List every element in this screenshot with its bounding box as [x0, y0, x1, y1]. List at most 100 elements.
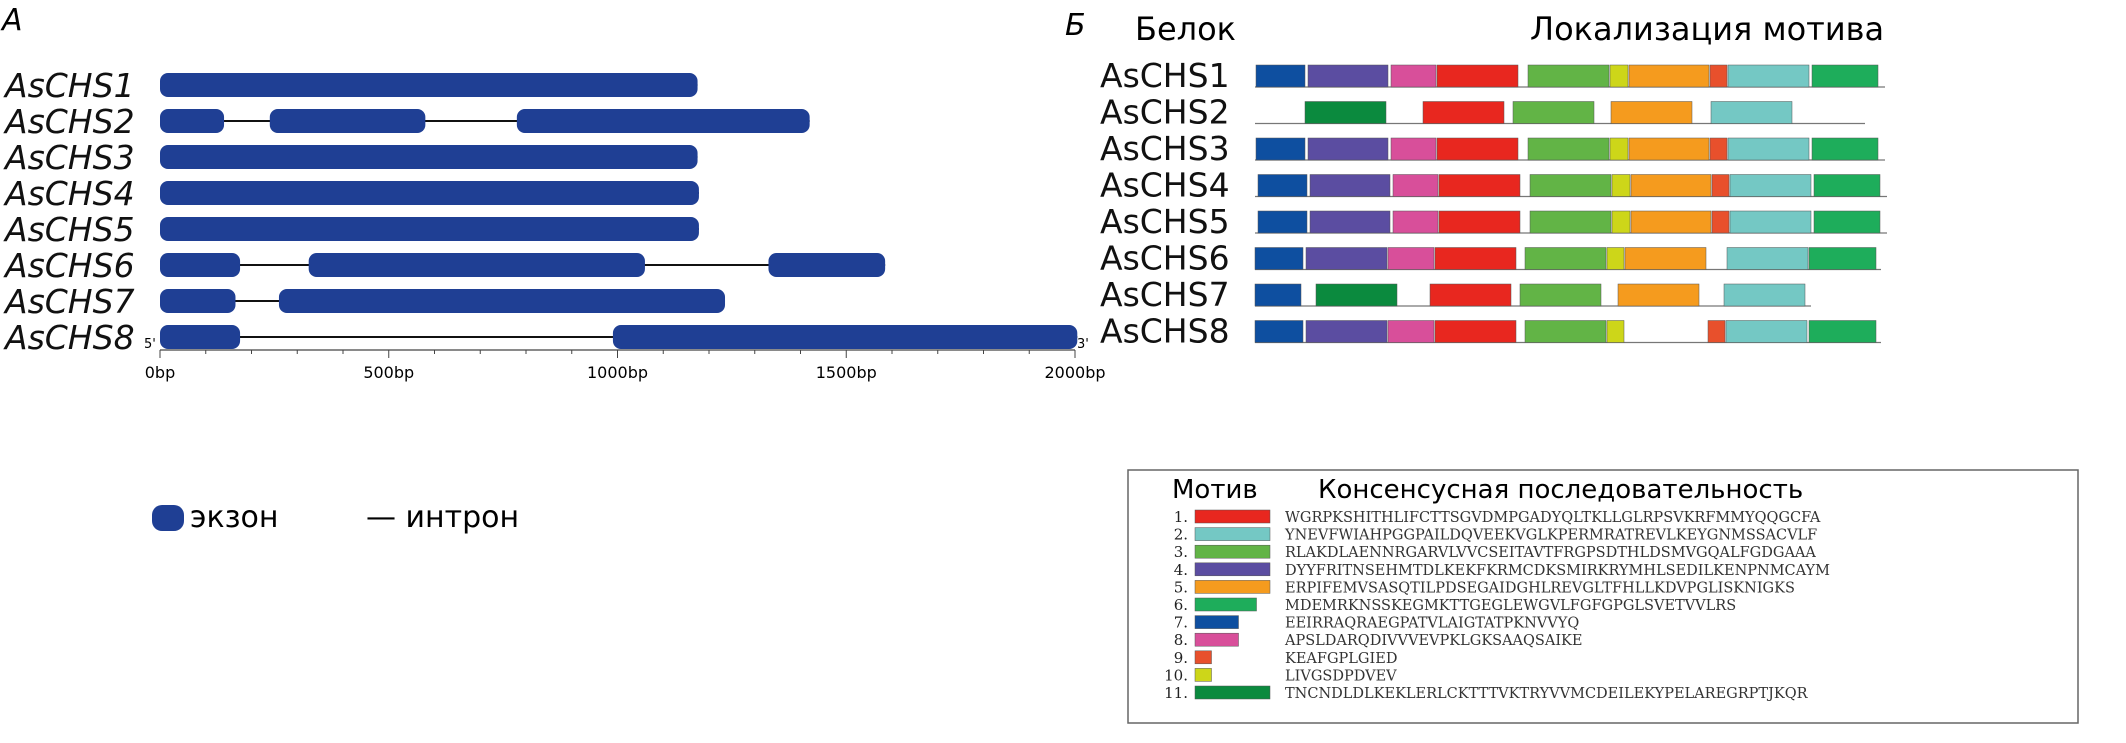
motif-5-box: [1628, 64, 1710, 88]
motif-legend-row: 4. DYYFRITNSEHMTDLKEKFKRMCDKSMIRKRYMHLSED…: [1174, 561, 1830, 579]
motif-8-box: [1392, 210, 1439, 234]
motif-7-box: [1255, 64, 1306, 88]
motif-2-box: [1723, 283, 1806, 307]
motif-legend-swatch: [1194, 685, 1271, 700]
motif-legend-row: 2.YNEVFWIAHPGGPAILDQVEEKVGLKPERMRATREVLK…: [1174, 526, 1818, 544]
gene-row: AsCHS6: [3, 246, 886, 285]
motif-6-box: [1811, 137, 1879, 161]
motif-9-box: [1709, 64, 1728, 88]
motif-4-box: [1309, 174, 1391, 197]
motif-8-box: [1390, 137, 1437, 161]
protein-label: AsCHS7: [1100, 275, 1230, 314]
gene-row: AsCHS4: [3, 174, 699, 213]
motif-1-box: [1422, 101, 1505, 124]
motif-1-box: [1429, 283, 1512, 307]
motif-3-box: [1527, 137, 1610, 161]
motif-legend-swatch: [1194, 509, 1271, 524]
motif-1-box: [1438, 174, 1521, 197]
gene-row: AsCHS5: [3, 210, 699, 249]
exon-box: [308, 253, 645, 277]
motif-number: 6.: [1174, 596, 1188, 614]
motif-5-box: [1610, 101, 1693, 124]
motif-1-box: [1438, 210, 1521, 234]
motif-legend-row: 10.LIVGSDPDVEV: [1164, 666, 1397, 684]
protein-label: AsCHS2: [1100, 93, 1230, 132]
motif-localization-diagram: Б Белок Локализация мотива AsCHS1AsCHS2A…: [1065, 8, 2079, 724]
motif-4-box: [1309, 210, 1391, 234]
motif-7-box: [1257, 174, 1308, 197]
axis-tick-label: 0bp: [145, 363, 176, 382]
motif-2-box: [1726, 247, 1809, 270]
protein-row: AsCHS7: [1100, 275, 1811, 314]
motif-1-box: [1434, 320, 1517, 343]
protein-label: AsCHS6: [1100, 239, 1230, 278]
gene-row: AsCHS1: [3, 66, 698, 105]
motif-3-box: [1529, 210, 1612, 234]
panel-letter-b: Б: [1065, 8, 1086, 43]
motif-9-box: [1709, 137, 1728, 161]
motif-7-box: [1254, 283, 1302, 307]
protein-row: AsCHS5: [1100, 202, 1887, 241]
column-header-protein: Белок: [1135, 10, 1236, 48]
column-header-localization: Локализация мотива: [1530, 10, 1884, 48]
gene-row: AsCHS7: [3, 282, 726, 321]
exon-box: [612, 325, 1078, 349]
motif-5-box: [1628, 137, 1710, 161]
motif-8-box: [1387, 320, 1435, 343]
exon-box: [269, 109, 426, 133]
motif-7-box: [1255, 137, 1306, 161]
exon-box: [160, 73, 698, 97]
motif-11-box: [1304, 101, 1387, 124]
motif-2-box: [1727, 64, 1810, 88]
protein-label: AsCHS8: [1100, 312, 1230, 351]
intron-legend-label: — интрон: [366, 500, 519, 535]
three-prime-label: 3': [1077, 337, 1089, 352]
motif-8-box: [1392, 174, 1439, 197]
exon-box: [160, 253, 241, 277]
gene-row: AsCHS8: [3, 318, 1078, 357]
motif-legend-swatch: [1194, 632, 1239, 647]
motif-7-box: [1257, 210, 1308, 234]
motif-5-box: [1624, 247, 1707, 270]
motif-6-box: [1813, 210, 1881, 234]
five-prime-label: 5': [144, 337, 156, 352]
exon-box: [160, 289, 236, 313]
motif-legend-row: 8.APSLDARQDIVVVEVPKLGKSAAQSAIKE: [1174, 631, 1583, 649]
motif-3-box: [1527, 64, 1610, 88]
exon-box: [160, 325, 241, 349]
protein-label: AsCHS5: [1100, 202, 1230, 241]
motif-legend-row: 3.RLAKDLAENNRGARVLVVCSEITAVTFRGPSDTHLDSM…: [1174, 543, 1817, 561]
motif-sequence: YNEVFWIAHPGGPAILDQVEEKVGLKPERMRATREVLKEY…: [1284, 528, 1817, 544]
motif-8-box: [1387, 247, 1435, 270]
motif-2-box: [1729, 210, 1812, 234]
motif-number: 5.: [1174, 578, 1188, 596]
protein-row: AsCHS1: [1100, 56, 1885, 95]
motif-sequence: APSLDARQDIVVVEVPKLGKSAAQSAIKE: [1284, 633, 1582, 649]
motif-legend: Мотив Консенсусная последовательность 1.…: [1127, 469, 2079, 724]
motif-number: 4.: [1174, 561, 1188, 579]
motif-9-box: [1707, 320, 1726, 343]
motif-5-box: [1617, 283, 1700, 307]
exon-legend-label: экзон: [190, 500, 279, 535]
motif-sequence: RLAKDLAENNRGARVLVVCSEITAVTFRGPSDTHLDSMVG…: [1285, 545, 1816, 561]
motif-number: 7.: [1174, 614, 1188, 632]
axis-tick-label: 500bp: [363, 363, 414, 382]
motif-7-box: [1254, 247, 1304, 270]
motif-11-box: [1315, 283, 1398, 307]
motif-10-box: [1606, 247, 1625, 270]
motif-2-box: [1725, 320, 1808, 343]
motif-legend-swatch: [1194, 562, 1271, 577]
gene-label: AsCHS2: [3, 102, 135, 141]
motif-1-box: [1436, 64, 1519, 88]
exon-box: [160, 217, 699, 241]
motif-10-box: [1611, 174, 1631, 197]
motif-4-box: [1307, 64, 1389, 88]
motif-legend-swatch: [1194, 580, 1271, 594]
motif-3-box: [1524, 247, 1607, 270]
motif-sequence: DYYFRITNSEHMTDLKEKFKRMCDKSMIRKRYMHLSEDIL…: [1285, 563, 1830, 579]
motif-3-box: [1512, 101, 1595, 124]
legend-header-sequence: Консенсусная последовательность: [1318, 475, 1803, 505]
gene-structure-diagram: А AsCHS1AsCHS2AsCHS3AsCHS4AsCHS5AsCHS6As…: [0, 3, 1106, 535]
gene-label: AsCHS3: [3, 138, 135, 177]
